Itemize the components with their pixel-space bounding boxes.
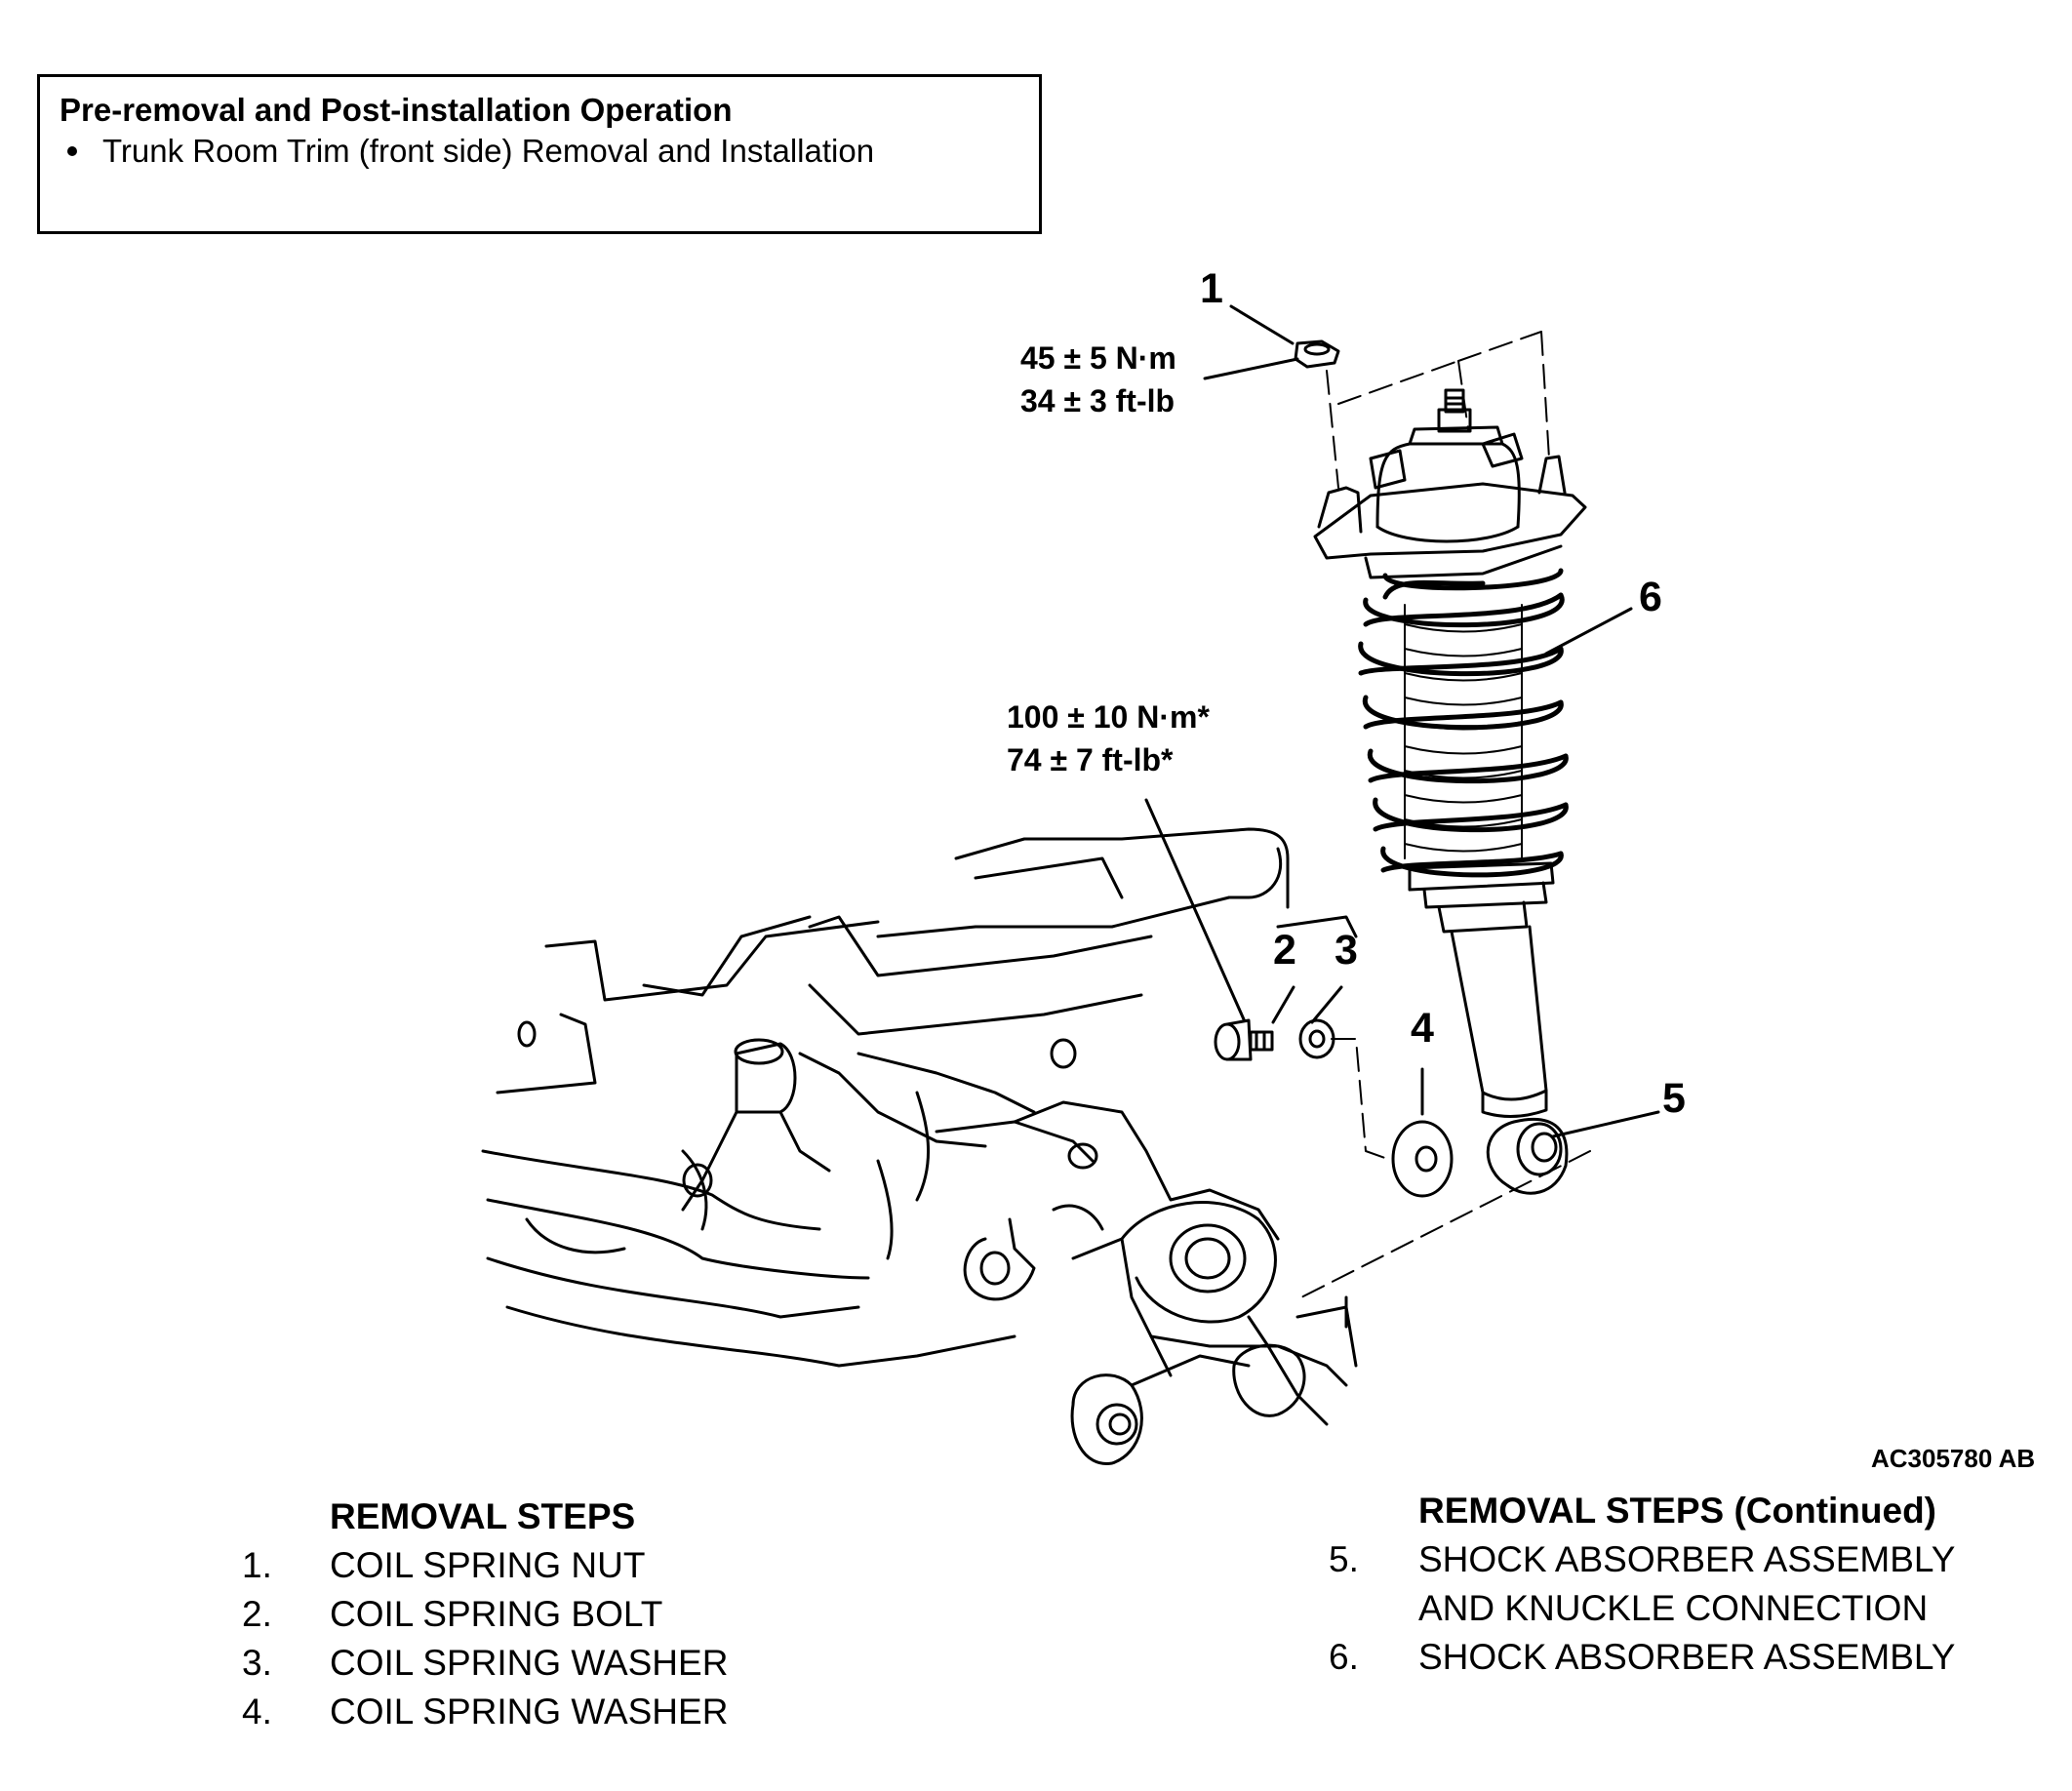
step-text: SHOCK ABSORBER ASSEMBLY — [1418, 1539, 1956, 1579]
coil-spring-nut — [1294, 339, 1340, 369]
removal-step: 2. COIL SPRING BOLT — [242, 1590, 728, 1639]
torque-imperial: 74 ± 7 ft-lb* — [1007, 742, 1174, 777]
step-number: 6. — [1329, 1637, 1359, 1677]
callout-5: 5 — [1662, 1075, 1686, 1122]
figure-code: AC305780 AB — [1871, 1444, 2036, 1473]
removal-step: AND KNUCKLE CONNECTION — [1329, 1584, 1955, 1633]
step-text: SHOCK ABSORBER ASSEMBLY — [1418, 1637, 1956, 1677]
step-number: 1. — [242, 1545, 272, 1585]
step-number — [1329, 1584, 1418, 1633]
coil-spring-washer-3 — [1298, 1018, 1335, 1059]
removal-step: 1. COIL SPRING NUT — [242, 1541, 728, 1590]
pre-removal-item-text: Trunk Room Trim (front side) Removal and… — [102, 133, 875, 169]
removal-steps-continued-title: REMOVAL STEPS (Continued) — [1418, 1491, 1937, 1531]
removal-step: 5. SHOCK ABSORBER ASSEMBLY — [1329, 1535, 1955, 1584]
torque-metric: 100 ± 10 N·m* — [1007, 699, 1210, 735]
callout-4: 4 — [1411, 1005, 1434, 1052]
removal-steps-title: REMOVAL STEPS — [330, 1496, 636, 1536]
callout-1: 1 — [1200, 265, 1223, 312]
torque-imperial: 34 ± 3 ft-lb — [1020, 383, 1175, 418]
removal-step: 6. SHOCK ABSORBER ASSEMBLY — [1329, 1633, 1955, 1682]
removal-steps-continued: REMOVAL STEPS (Continued) 5. SHOCK ABSOR… — [1329, 1487, 1955, 1682]
coil-spring-washer-4 — [1391, 1120, 1454, 1198]
step-text: COIL SPRING BOLT — [330, 1594, 663, 1634]
coil-spring — [1358, 568, 1569, 878]
shock-absorber — [1408, 861, 1569, 1195]
callout-2: 2 — [1273, 927, 1296, 974]
step-text: COIL SPRING NUT — [330, 1545, 646, 1585]
step-text: AND KNUCKLE CONNECTION — [1418, 1588, 1929, 1628]
removal-step: 4. COIL SPRING WASHER — [242, 1688, 728, 1736]
callout-3: 3 — [1335, 927, 1358, 974]
step-number: 2. — [242, 1594, 272, 1634]
pre-removal-title: Pre-removal and Post-installation Operat… — [60, 92, 733, 128]
strut-top-mount — [1313, 388, 1587, 579]
step-number: 4. — [242, 1692, 272, 1731]
torque-metric: 45 ± 5 N·m — [1020, 340, 1176, 376]
callout-6: 6 — [1639, 574, 1662, 620]
torque-spec-bolt: 100 ± 10 N·m* 74 ± 7 ft-lb* — [1007, 696, 1210, 781]
suspension-exploded-diagram — [481, 304, 1660, 1465]
step-number: 5. — [1329, 1539, 1359, 1579]
bullet-icon — [67, 146, 77, 156]
dust-boot — [1404, 604, 1523, 859]
alignment-lines — [1296, 331, 1591, 1300]
removal-step: 3. COIL SPRING WASHER — [242, 1639, 728, 1688]
step-text: COIL SPRING WASHER — [330, 1643, 729, 1683]
torque-spec-nut: 45 ± 5 N·m 34 ± 3 ft-lb — [1020, 337, 1176, 422]
step-text: COIL SPRING WASHER — [330, 1692, 729, 1731]
coil-spring-bolt — [1214, 1018, 1274, 1061]
knuckle-and-arms — [481, 827, 1358, 1465]
removal-steps: REMOVAL STEPS 1. COIL SPRING NUT 2. COIL… — [242, 1492, 728, 1736]
pre-removal-item: Trunk Room Trim (front side) Removal and… — [60, 130, 1019, 173]
pre-removal-box: Pre-removal and Post-installation Operat… — [37, 74, 1042, 234]
step-number: 3. — [242, 1643, 272, 1683]
